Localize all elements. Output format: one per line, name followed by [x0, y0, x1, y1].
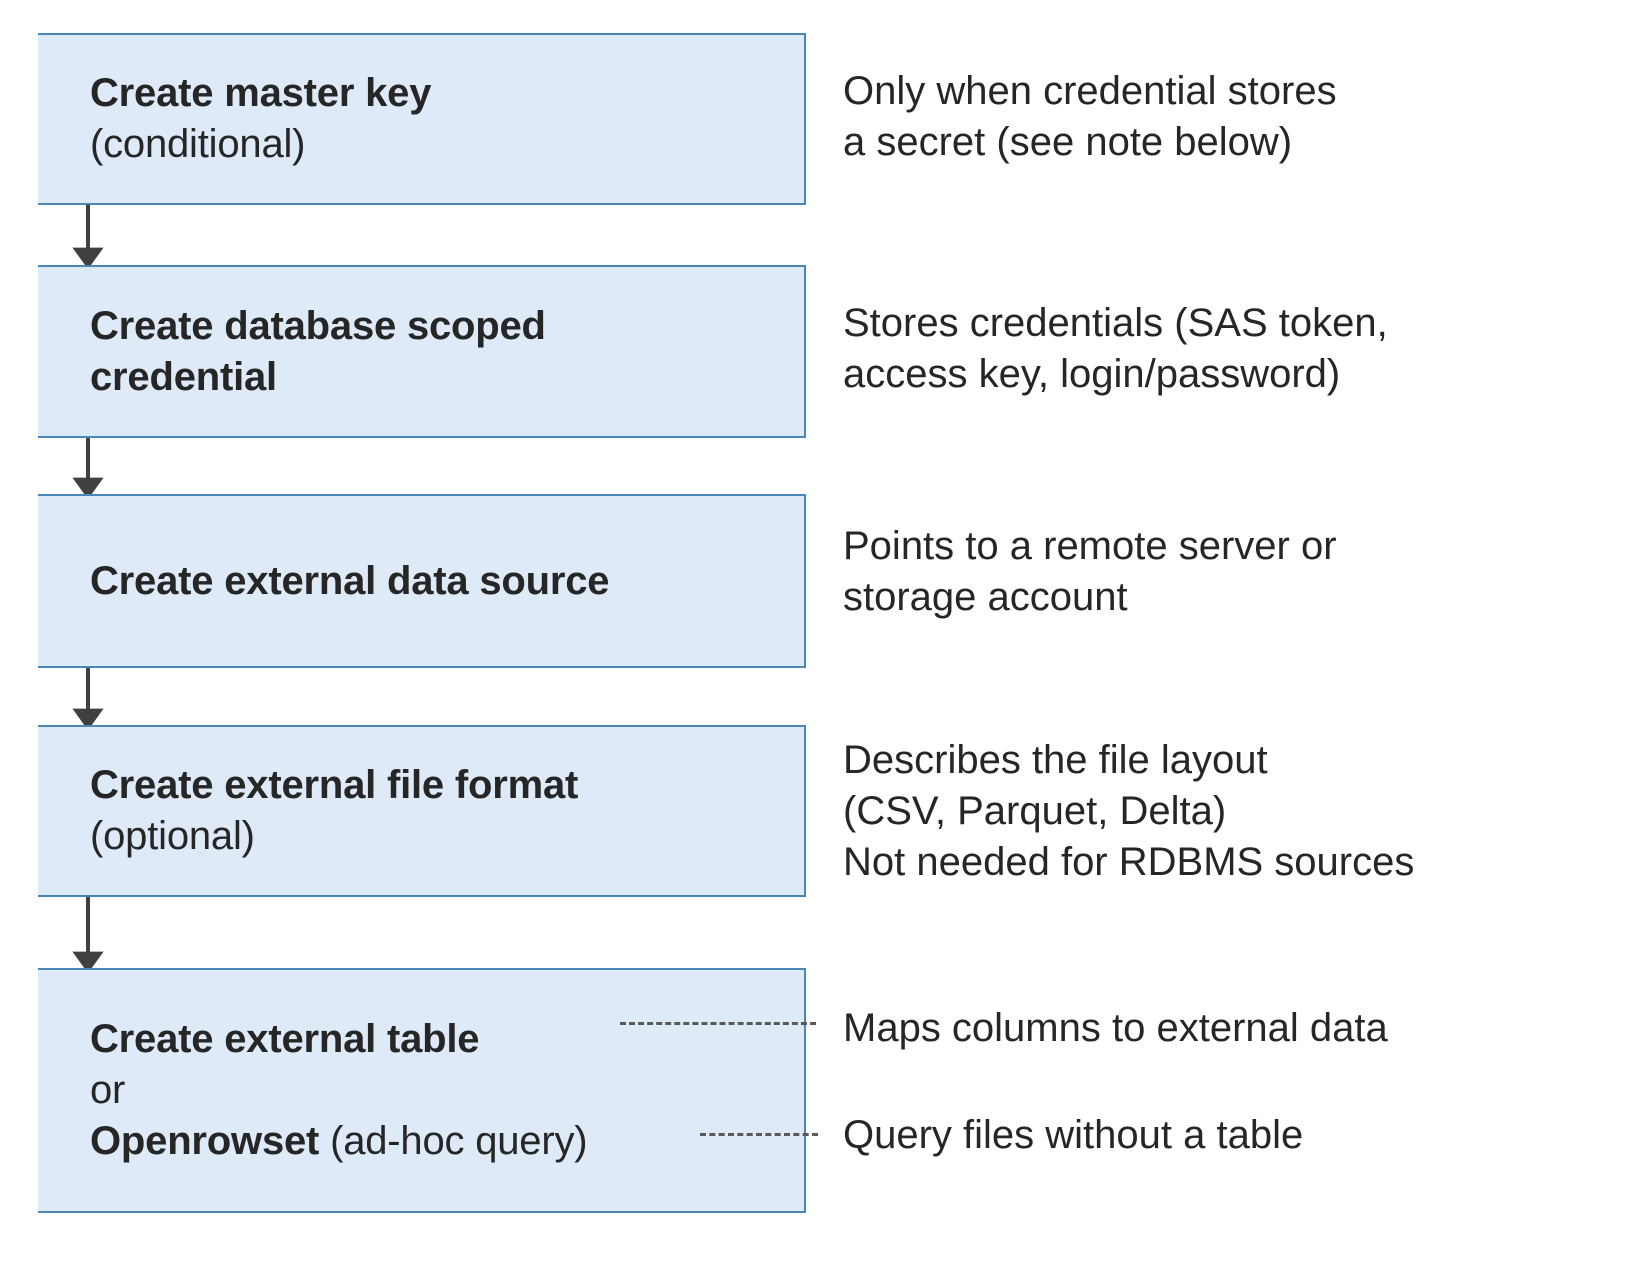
note-master-key: Only when credential stores a secret (se…: [843, 66, 1337, 168]
step-box-external-table-or-openrowset[interactable]: Create external table or Openrowset (ad-…: [38, 968, 806, 1213]
note-master-key-line-1: Only when credential stores: [843, 69, 1337, 113]
dashed-connector-openrowset: [700, 1133, 818, 1136]
note-external-data-source: Points to a remote server or storage acc…: [843, 521, 1337, 623]
step-separator-or: or: [90, 1068, 126, 1113]
step-subtitle-external-file-format: (optional): [90, 814, 255, 858]
note-external-data-source-line-1: Points to a remote server or: [843, 524, 1337, 568]
step-title-external-data-source: Create external data source: [90, 558, 610, 603]
note-external-file-format-line-1: Describes the file layout: [843, 738, 1268, 782]
step-title-scoped-credential-line2: credential: [90, 354, 277, 399]
step-title-external-table: Create external table: [90, 1017, 480, 1062]
note-scoped-credential-line-2: access key, login/password): [843, 352, 1341, 397]
step-box-master-key[interactable]: Create master key (conditional): [38, 33, 806, 205]
step-title-external-file-format: Create external file format: [90, 763, 579, 808]
step-title-openrowset-row: Openrowset (ad-hoc query): [90, 1116, 794, 1167]
note-external-file-format: Describes the file layout (CSV, Parquet,…: [843, 735, 1414, 889]
note-maps-columns: Maps columns to external data: [843, 1006, 1388, 1050]
step-title-openrowset: Openrowset: [90, 1118, 320, 1163]
step-box-external-file-format[interactable]: Create external file format (optional): [38, 725, 806, 897]
note-scoped-credential: Stores credentials (SAS token, access ke…: [843, 298, 1388, 400]
note-query-files: Query files without a table: [843, 1113, 1304, 1157]
step-box-scoped-credential[interactable]: Create database scoped credential: [38, 265, 806, 438]
note-master-key-line-2: a secret (see note below): [843, 120, 1293, 165]
step-suffix-openrowset: (ad-hoc query): [319, 1118, 588, 1163]
note-external-data-source-line-2: storage account: [843, 575, 1128, 620]
step-box-external-data-source[interactable]: Create external data source: [38, 494, 806, 668]
note-scoped-credential-line-1: Stores credentials (SAS token,: [843, 301, 1388, 345]
note-external-file-format-line-2: (CSV, Parquet, Delta): [843, 789, 1227, 834]
step-subtitle-master-key: (conditional): [90, 122, 306, 166]
step-title-master-key: Create master key: [90, 71, 432, 116]
note-external-file-format-line-3: Not needed for RDBMS sources: [843, 840, 1415, 885]
dashed-connector-external-table: [620, 1022, 816, 1025]
step-title-scoped-credential-line1: Create database scoped: [90, 303, 546, 348]
